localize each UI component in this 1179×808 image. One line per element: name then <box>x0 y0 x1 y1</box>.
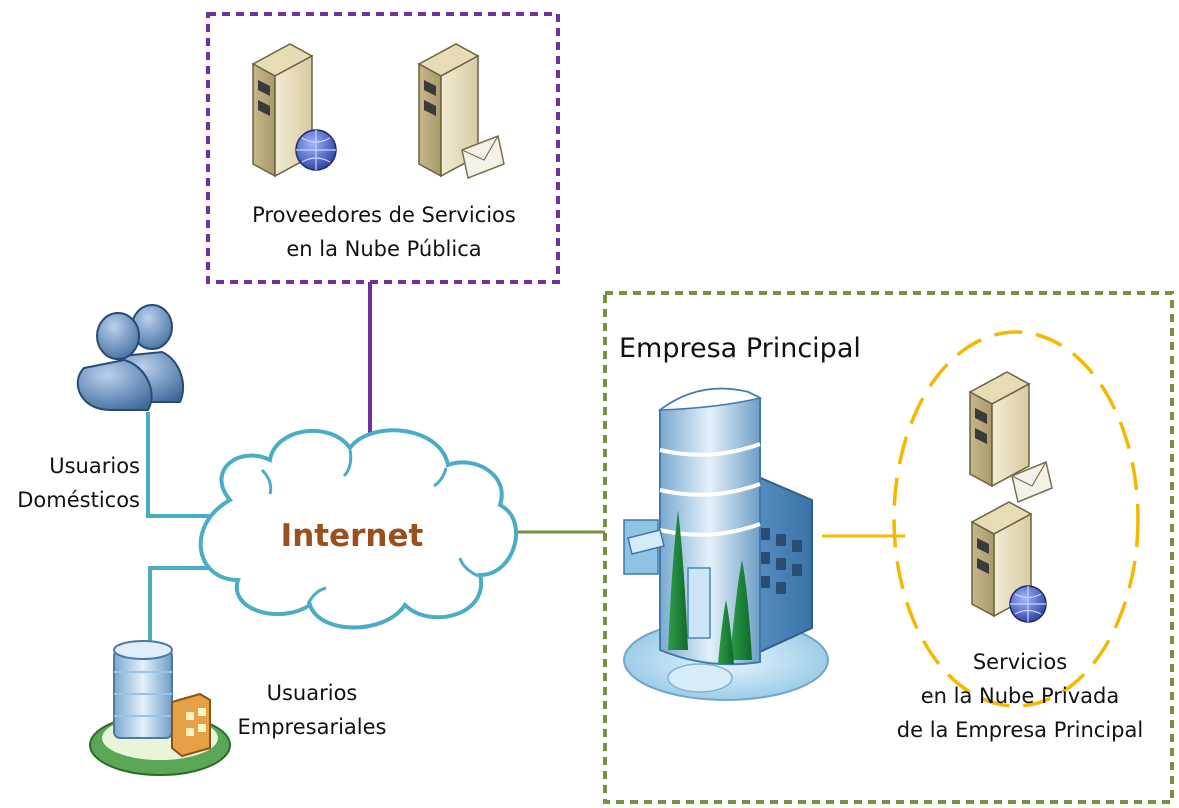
web-server-icon <box>251 43 337 178</box>
home-users-label: Usuarios Domésticos <box>0 449 140 517</box>
home-users-link <box>146 412 215 518</box>
business-users-link <box>148 566 215 660</box>
public-cloud-boundary <box>206 12 560 284</box>
private-cloud-boundary <box>892 330 1140 708</box>
internet-cloud-icon <box>198 428 518 630</box>
public-cloud-label-line1: Proveedores de Servicios <box>252 203 516 227</box>
public-cloud-label-line2: en la Nube Pública <box>286 237 482 261</box>
private-cloud-label-line1: Servicios <box>972 650 1068 674</box>
private-cloud-label-line2: en la Nube Privada <box>920 684 1120 708</box>
enterprise-title: Empresa Principal <box>619 333 861 364</box>
users-icon <box>76 304 185 411</box>
business-users-label: Usuarios Empresariales <box>222 676 402 744</box>
enterprise-boundary <box>603 291 1174 804</box>
mail-server-icon <box>417 43 505 180</box>
private-cloud-label-line3: de la Empresa Principal <box>896 718 1144 742</box>
business-users-label-line1: Usuarios <box>266 681 358 705</box>
public-cloud-label: Proveedores de Servicios en la Nube Públ… <box>214 198 554 266</box>
business-users-label-line2: Empresariales <box>237 715 387 739</box>
office-building-icon <box>89 640 231 776</box>
headquarters-building-icon <box>623 387 829 701</box>
home-users-label-line1: Usuarios <box>49 454 140 478</box>
home-users-label-line2: Domésticos <box>17 488 140 512</box>
mail-server-icon <box>968 371 1053 504</box>
private-cloud-label: Servicios en la Nube Privada de la Empre… <box>880 645 1160 747</box>
web-server-icon <box>970 501 1047 623</box>
internet-label: Internet <box>280 518 424 554</box>
